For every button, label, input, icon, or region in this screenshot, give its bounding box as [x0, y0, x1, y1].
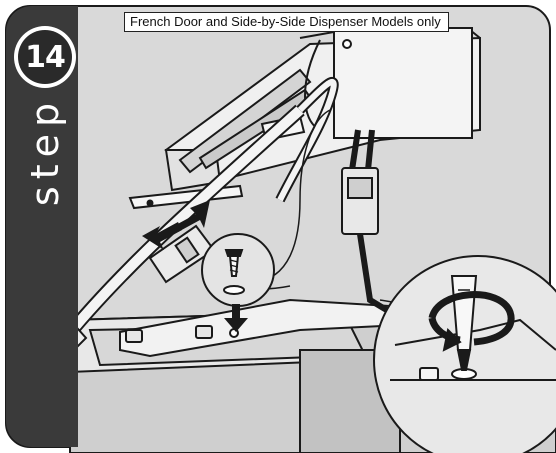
model-note: French Door and Side-by-Side Dispenser M…	[124, 12, 449, 32]
screw-detail	[201, 233, 275, 307]
down-arrow-icon	[224, 304, 248, 332]
screwdriver-detail	[373, 255, 556, 453]
rotate-arrow-icon	[428, 291, 515, 352]
screw-icon	[224, 249, 244, 277]
step-number-badge: 14	[14, 26, 76, 88]
push-arrow-icon	[142, 200, 210, 250]
step-label: step	[20, 96, 70, 206]
step-label-text: step	[23, 95, 68, 207]
step-number: 14	[18, 30, 72, 84]
hinge-plate	[119, 298, 392, 358]
